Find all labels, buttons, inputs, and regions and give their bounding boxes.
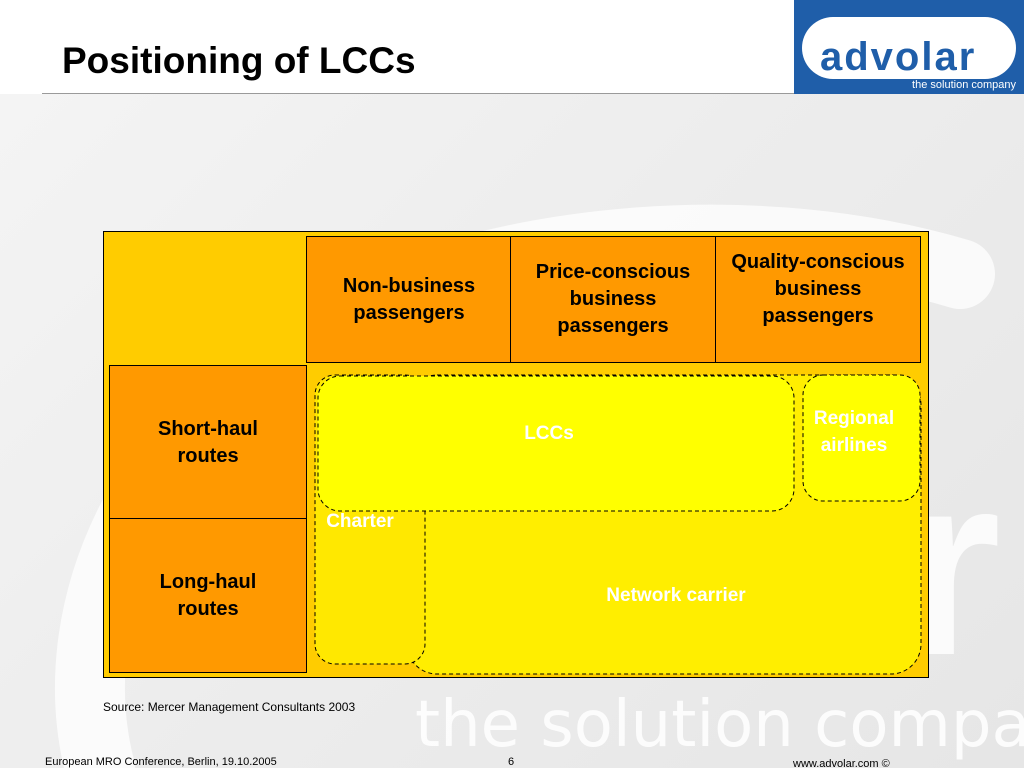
- charter-region: [314, 374, 426, 665]
- logo-wordmark: advolar: [820, 35, 977, 79]
- advolar-logo: advolar the solution company: [794, 0, 1024, 94]
- regional-airlines-region: [802, 374, 921, 502]
- lccs-label: LCCs: [524, 423, 574, 444]
- network-carrier-label: Network carrier: [606, 585, 746, 606]
- footer-event: European MRO Conference, Berlin, 19.10.2…: [45, 756, 277, 768]
- column-header-quality-conscious: Quality-conscious business passengers: [715, 236, 921, 363]
- positioning-grid: Non-business passengers Price-conscious …: [103, 231, 929, 678]
- lccs-region: [317, 375, 795, 512]
- column-header-non-business: Non-business passengers: [306, 236, 512, 363]
- charter-label: Charter: [326, 511, 394, 532]
- watermark-tagline: the solution company: [415, 688, 1024, 762]
- column-header-price-conscious: Price-conscious business passengers: [510, 236, 716, 363]
- title-divider: [42, 93, 794, 94]
- network-carrier-region: [406, 374, 922, 675]
- footer-website: www.advolar.com ©: [793, 758, 890, 770]
- source-note: Source: Mercer Management Consultants 20…: [103, 700, 356, 714]
- logo-tagline: the solution company: [912, 79, 1016, 91]
- slide-title: Positioning of LCCs: [62, 40, 416, 81]
- row-header-short-haul: Short-haul routes: [109, 365, 307, 520]
- logo-badge: [802, 17, 1016, 79]
- page-number: 6: [508, 756, 515, 768]
- row-header-long-haul: Long-haul routes: [109, 518, 307, 673]
